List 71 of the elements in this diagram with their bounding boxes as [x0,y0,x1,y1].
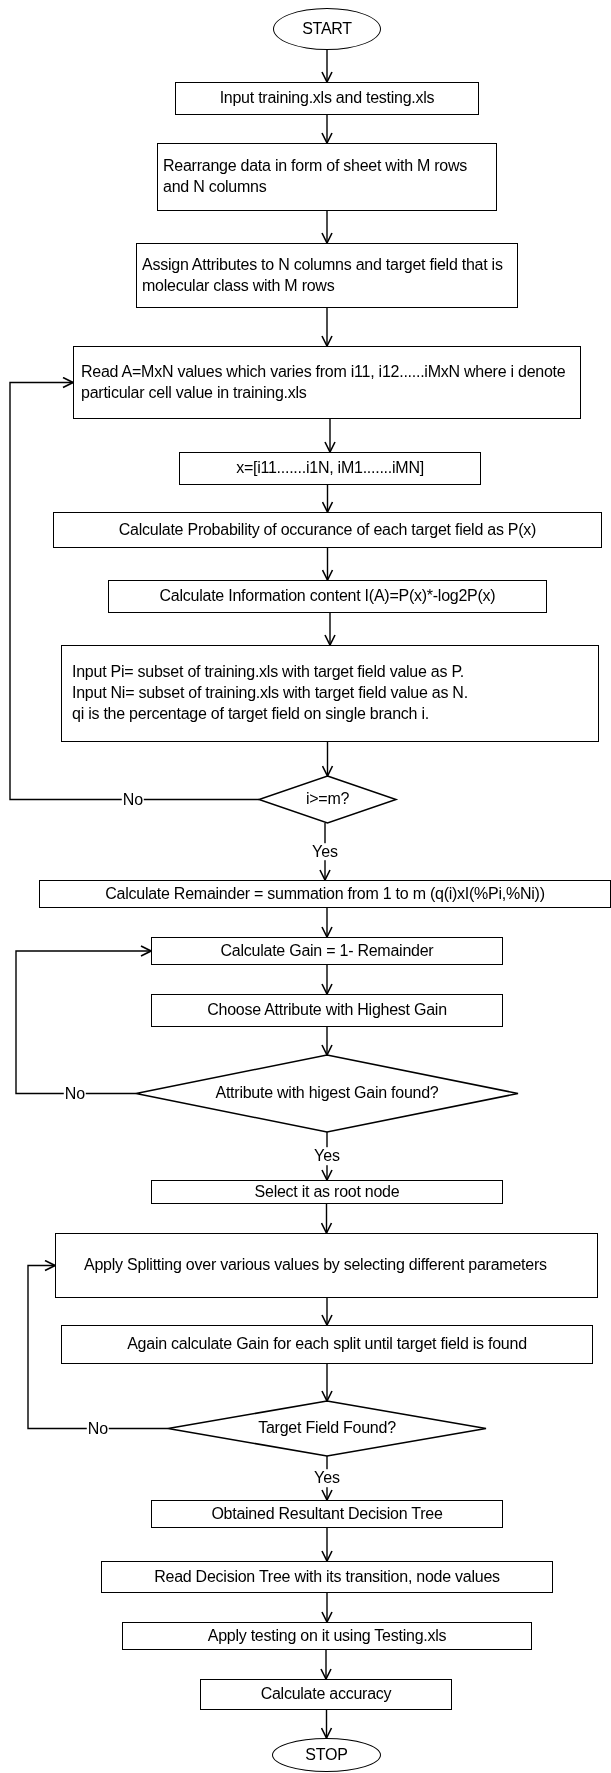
process-box [151,1180,503,1204]
node-text: Rearrange data in form of sheet with M rows and N columns [163,156,469,197]
node-text: Choose Attribute with Highest Gain [207,1000,447,1021]
node-text: START [302,18,352,39]
node-text: i>=m? [305,789,350,810]
process-box [61,645,599,742]
arrow [321,964,333,995]
edge-label: Yes [312,1147,342,1165]
process-box [55,1233,598,1298]
node-text: Calculate Remainder = summation from 1 to m (q(i)xI(%Pi,%Ni)) [105,883,545,904]
process-box [108,580,547,613]
process-box [179,452,481,485]
node-text: Apply Splitting over various values by selecting different parameters [84,1255,547,1276]
node-text: Assign Attributes to N columns and target field that is molecular class with M rows [142,254,504,296]
node-text: Input Ni= subset of training.xls with target field value as N. [72,683,468,704]
arrow [321,484,334,513]
process-box [61,1325,593,1364]
arrow [321,907,333,938]
edge-label: Yes [310,842,340,861]
process-box [39,880,611,908]
arrow [321,210,333,244]
node-text: Target Field Found? [258,1418,396,1439]
node-text: Again calculate Gain for each split until target field is found [127,1334,527,1355]
arrow [324,418,336,453]
node-text: Input Pi= subset of training.xls with target field value as P. [72,662,464,683]
node-text: Calculate Probability of occurance of each target field as P(x) [118,519,537,540]
node-text: STOP [305,1744,348,1765]
arrow [321,1297,333,1326]
node-text: Input training.xls and testing.xls [219,88,435,109]
arrow [15,945,152,1095]
decision-diamond [168,1401,486,1456]
arrow [320,1709,333,1739]
node-text: Select it as root node [254,1181,400,1202]
arrow [321,1592,333,1623]
process-box [175,82,479,115]
process-box [151,994,503,1027]
node-text: x=[i11.......i1N, iM1.......iMN] [236,458,424,479]
arrow [321,307,333,347]
arrow [321,547,334,581]
arrow [320,1649,332,1680]
process-box [151,1500,503,1528]
arrow [27,1259,169,1430]
process-box [101,1561,553,1593]
node-text: Apply testing on it using Testing.xls [207,1625,447,1646]
node-text: Calculate Gain = 1- Remainder [220,940,434,961]
arrow [321,1026,333,1056]
process-box [151,937,503,965]
arrow [324,612,336,646]
node-text: qi is the percentage of target field on single branch i. [72,703,429,724]
process-box [53,512,602,548]
arrow [321,114,333,144]
arrow [321,49,333,83]
node-text: Obtained Resultant Decision Tree [211,1503,443,1524]
arrow [9,376,260,801]
node-text: Attribute with higest Gain found? [215,1083,439,1104]
node-text: Calculate accuracy [260,1684,392,1705]
decision-diamond [259,776,396,823]
arrow [321,1527,333,1562]
process-box [122,1622,532,1650]
node-text: Read A=MxN values which varies from i11, i12......iMxN where i denote particular cell value in training.xls [81,361,567,403]
node-text: Calculate Information content I(A)=P(x)*-log2P(x) [159,586,496,607]
arrow [321,741,334,777]
arrow [321,1363,333,1402]
decision-diamond [136,1055,518,1132]
process-box [157,143,497,211]
arrow [320,1203,333,1234]
process-box [136,243,518,308]
edge-label: Yes [312,1469,342,1487]
node-text: Read Decision Tree with its transition, node values [154,1566,500,1587]
process-box [200,1679,452,1710]
process-box [73,346,581,419]
